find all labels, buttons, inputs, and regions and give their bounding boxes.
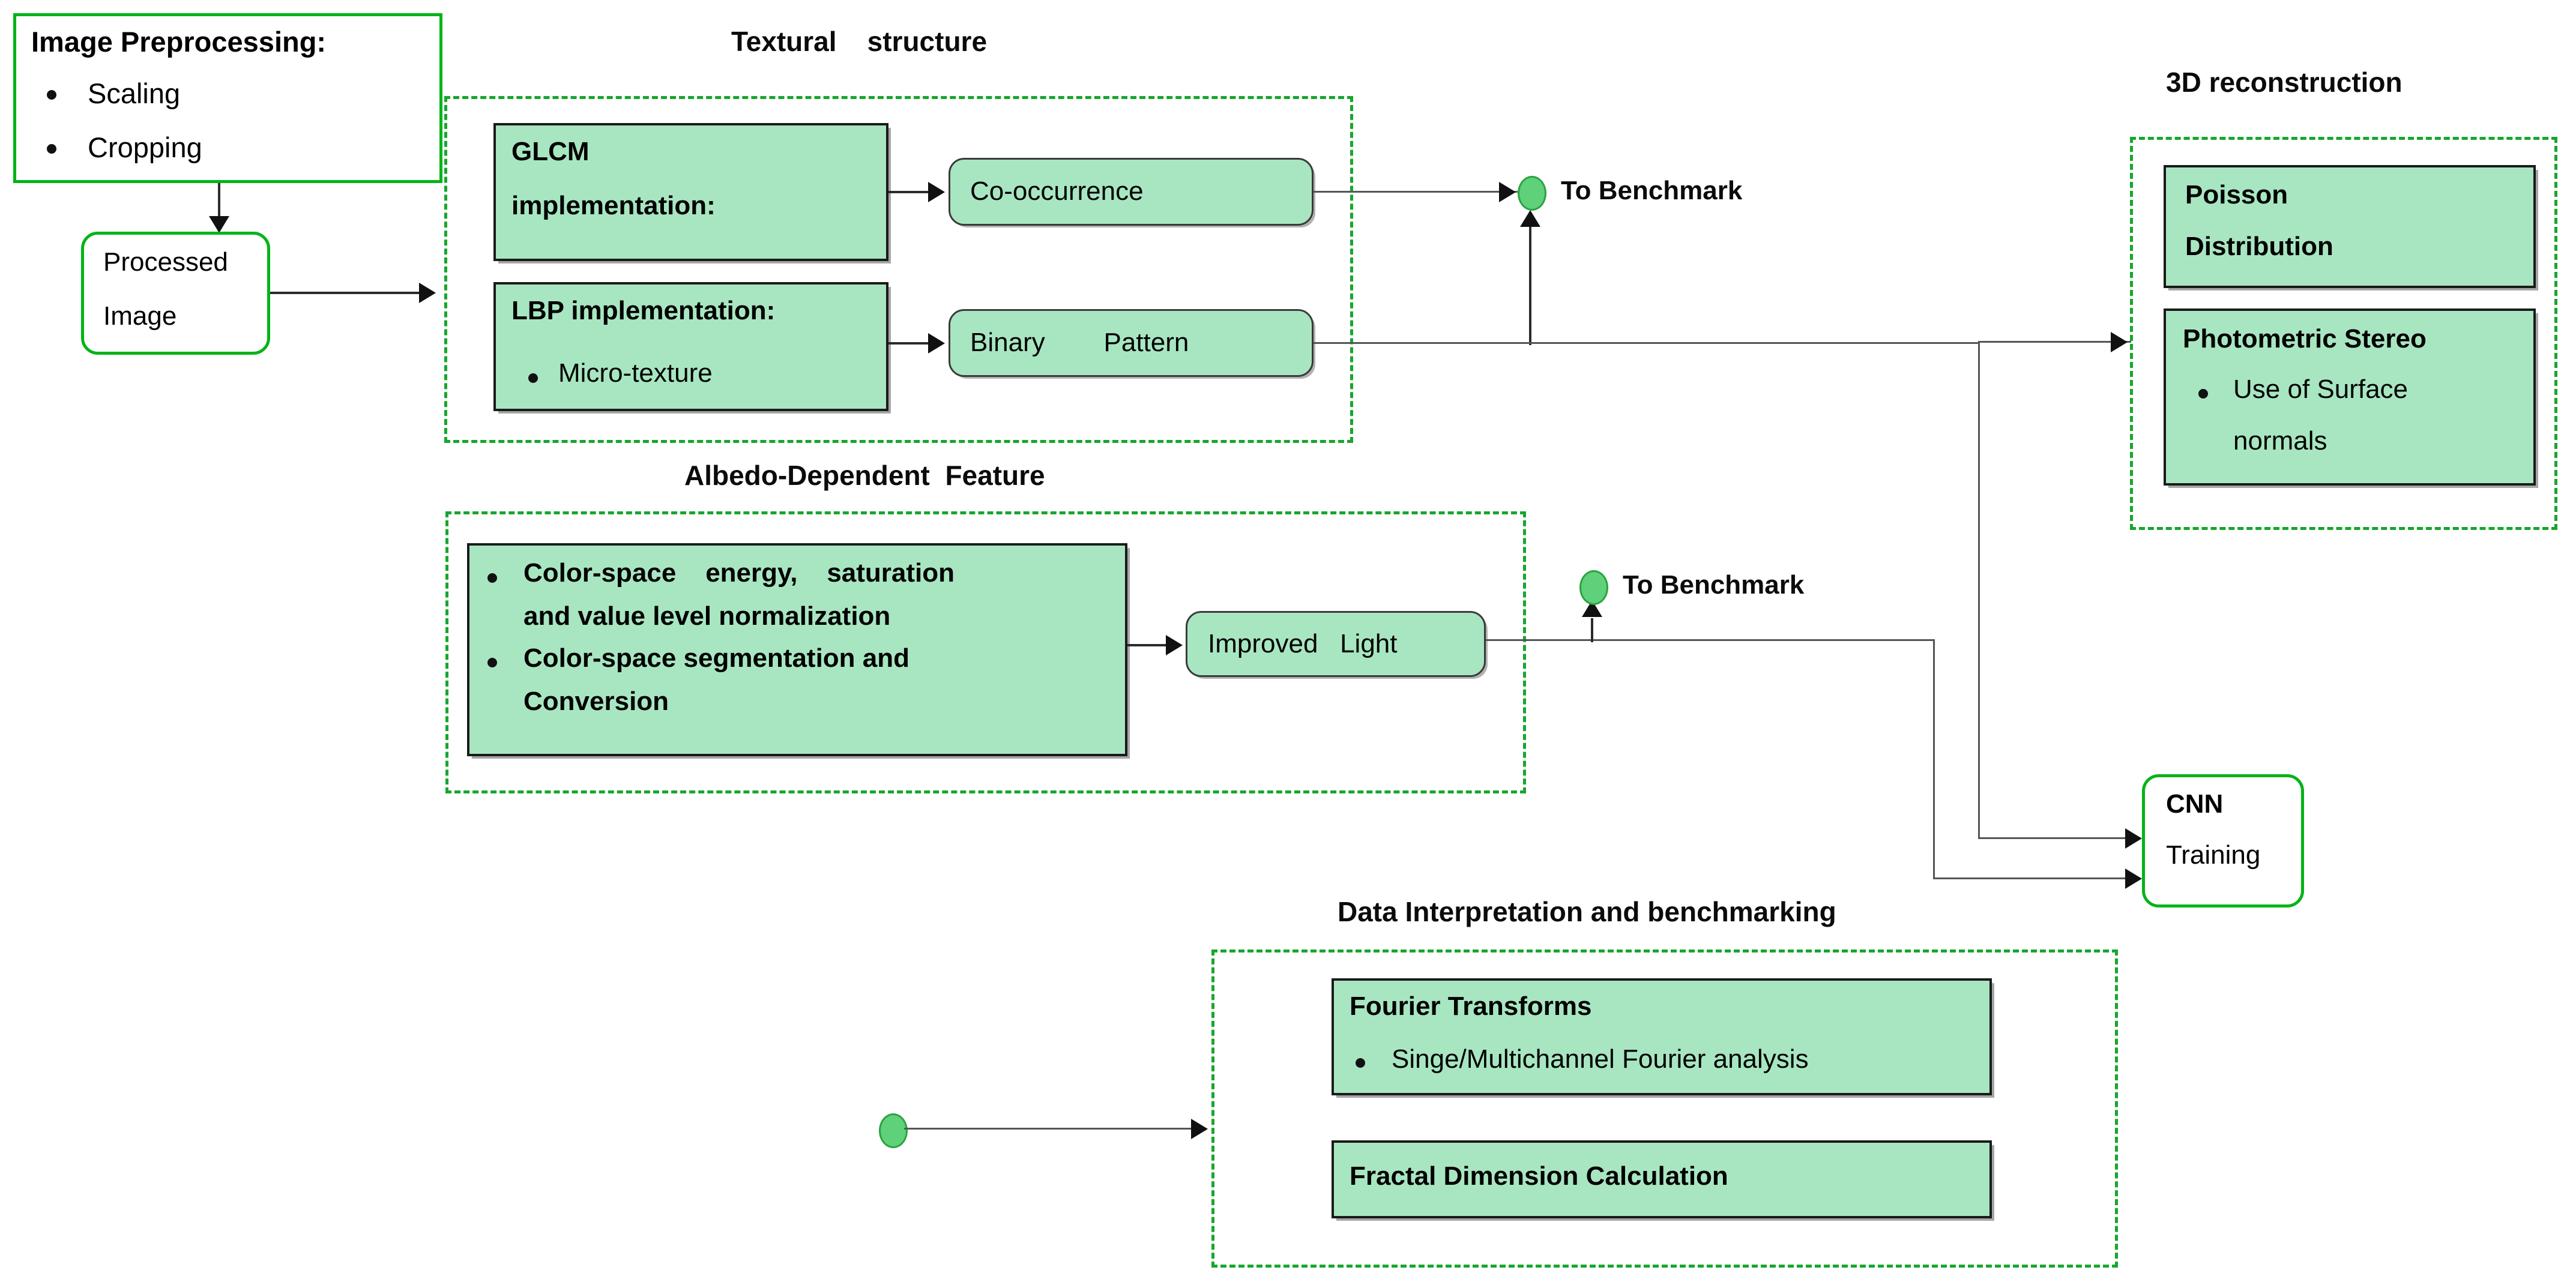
arrow-processed-to-textural [419, 283, 436, 303]
connector-binary-bus-to-cnn [1978, 837, 2140, 839]
image-preprocessing-box [13, 13, 442, 183]
reconstruction-group [2130, 137, 2557, 530]
arrow-bus-to-3d-reconstruction [2111, 332, 2128, 352]
lbp-title: LBP implementation: [511, 296, 776, 325]
preprocessing-bullet-0: Scaling [88, 77, 181, 109]
benchmark-node-top[interactable] [1518, 176, 1546, 211]
connector-up-to-benchmark-mid [1591, 618, 1593, 642]
connector-bus-to-3d-reconstruction [1978, 341, 2131, 343]
cnn-line2: Training [2166, 840, 2261, 870]
improved-light-label: Improved Light [1208, 629, 1398, 658]
reconstruction-caption: 3D reconstruction [2166, 67, 2403, 98]
glcm-line1: GLCM [511, 137, 590, 166]
connector-albedo-to-improved-light [1127, 644, 1168, 646]
photometric-bullet-dot [2198, 389, 2208, 399]
arrow-binary-bus-to-cnn [2125, 828, 2142, 849]
preprocessing-bullet-1: Cropping [88, 131, 202, 163]
photometric-title: Photometric Stereo [2183, 324, 2427, 354]
albedo-bullet1-line2: and value level normalization [523, 601, 891, 631]
poisson-line1: Poisson [2185, 180, 2288, 209]
textural-structure-group [444, 96, 1353, 443]
albedo-group [445, 511, 1526, 793]
arrow-binary-up-to-benchmark [1520, 210, 1540, 227]
arrow-cooccurrence-to-benchmark [1499, 182, 1516, 202]
fourier-title: Fourier Transforms [1350, 992, 1592, 1021]
connector-improved-light-bus [1486, 639, 1935, 641]
benchmarking-group [1211, 949, 2118, 1268]
lbp-bullet-dot [528, 373, 538, 383]
connector-cooccurrence-to-benchmark [1314, 191, 1518, 193]
arrow-glcm-to-cooccurrence [928, 182, 945, 202]
albedo-bullet2-line2: Conversion [523, 687, 669, 716]
connector-preprocessing-to-processed [218, 183, 220, 220]
arrow-lbp-to-binary [928, 333, 945, 354]
connector-binary-bus-vertical [1978, 342, 1980, 839]
connector-binary-to-right-bus [1314, 342, 1980, 344]
cnn-line1: CNN [2166, 789, 2224, 819]
connector-bottom-dot-to-benchmarking [904, 1128, 1192, 1130]
cnn-training-box [2142, 774, 2304, 907]
poisson-distribution-box [2164, 165, 2536, 288]
benchmark-node-mid[interactable] [1579, 570, 1608, 605]
fractal-dimension-box [1332, 1140, 1992, 1218]
photometric-stereo-box [2164, 308, 2536, 486]
arrow-preprocessing-to-processed [209, 216, 229, 233]
preprocessing-bullet-dot-1 [47, 144, 56, 154]
benchmark-label-top: To Benchmark [1561, 176, 1743, 205]
albedo-bullet1-line1: Color-space energy, saturation [523, 558, 955, 588]
benchmark-node-bottom[interactable] [879, 1113, 908, 1148]
co-occurrence-box [949, 158, 1314, 226]
binary-pattern-box [949, 309, 1314, 377]
arrow-improved-light-to-cnn [2125, 868, 2142, 889]
glcm-line2: implementation: [511, 191, 716, 220]
fourier-bullet-label: Singe/Multichannel Fourier analysis [1392, 1044, 1809, 1074]
connector-glcm-to-cooccurrence [888, 191, 931, 193]
binary-pattern-label: Binary Pattern [970, 328, 1189, 357]
albedo-caption: Albedo-Dependent Feature [684, 460, 1045, 491]
fractal-label: Fractal Dimension Calculation [1350, 1161, 1728, 1191]
benchmarking-caption: Data Interpretation and benchmarking [1338, 896, 1836, 927]
glcm-box [493, 123, 888, 261]
connector-lbp-to-binary [888, 342, 931, 345]
textural-structure-caption: Textural structure [731, 26, 988, 57]
processed-image-line1: Processed [103, 247, 228, 277]
connector-improved-light-to-cnn [1933, 877, 2140, 879]
image-preprocessing-title: Image Preprocessing: [31, 26, 327, 58]
fourier-transforms-box [1332, 978, 1992, 1095]
albedo-bullet-dot-0 [487, 573, 497, 583]
co-occurrence-label: Co-occurrence [970, 176, 1144, 206]
benchmark-label-mid: To Benchmark [1623, 570, 1805, 600]
albedo-feature-box [467, 543, 1127, 756]
processed-image-box [81, 232, 270, 355]
albedo-bullet-dot-1 [487, 658, 497, 667]
connector-processed-to-textural [270, 292, 421, 294]
processed-image-line2: Image [103, 301, 177, 331]
arrow-bottom-dot-to-benchmarking [1191, 1119, 1208, 1139]
improved-light-box [1186, 611, 1486, 677]
lbp-bullet-label: Micro-texture [558, 358, 713, 388]
fourier-bullet-dot [1356, 1058, 1365, 1068]
poisson-line2: Distribution [2185, 232, 2333, 261]
photometric-bullet-line2: normals [2233, 426, 2327, 456]
connector-improved-light-vertical [1933, 639, 1935, 879]
lbp-box [493, 282, 888, 411]
connector-binary-up-to-benchmark [1529, 225, 1531, 345]
arrow-albedo-to-improved-light [1166, 635, 1183, 655]
preprocessing-bullet-dot-0 [47, 90, 56, 100]
photometric-bullet-line1: Use of Surface [2233, 375, 2409, 404]
albedo-bullet2-line1: Color-space segmentation and [523, 643, 910, 673]
